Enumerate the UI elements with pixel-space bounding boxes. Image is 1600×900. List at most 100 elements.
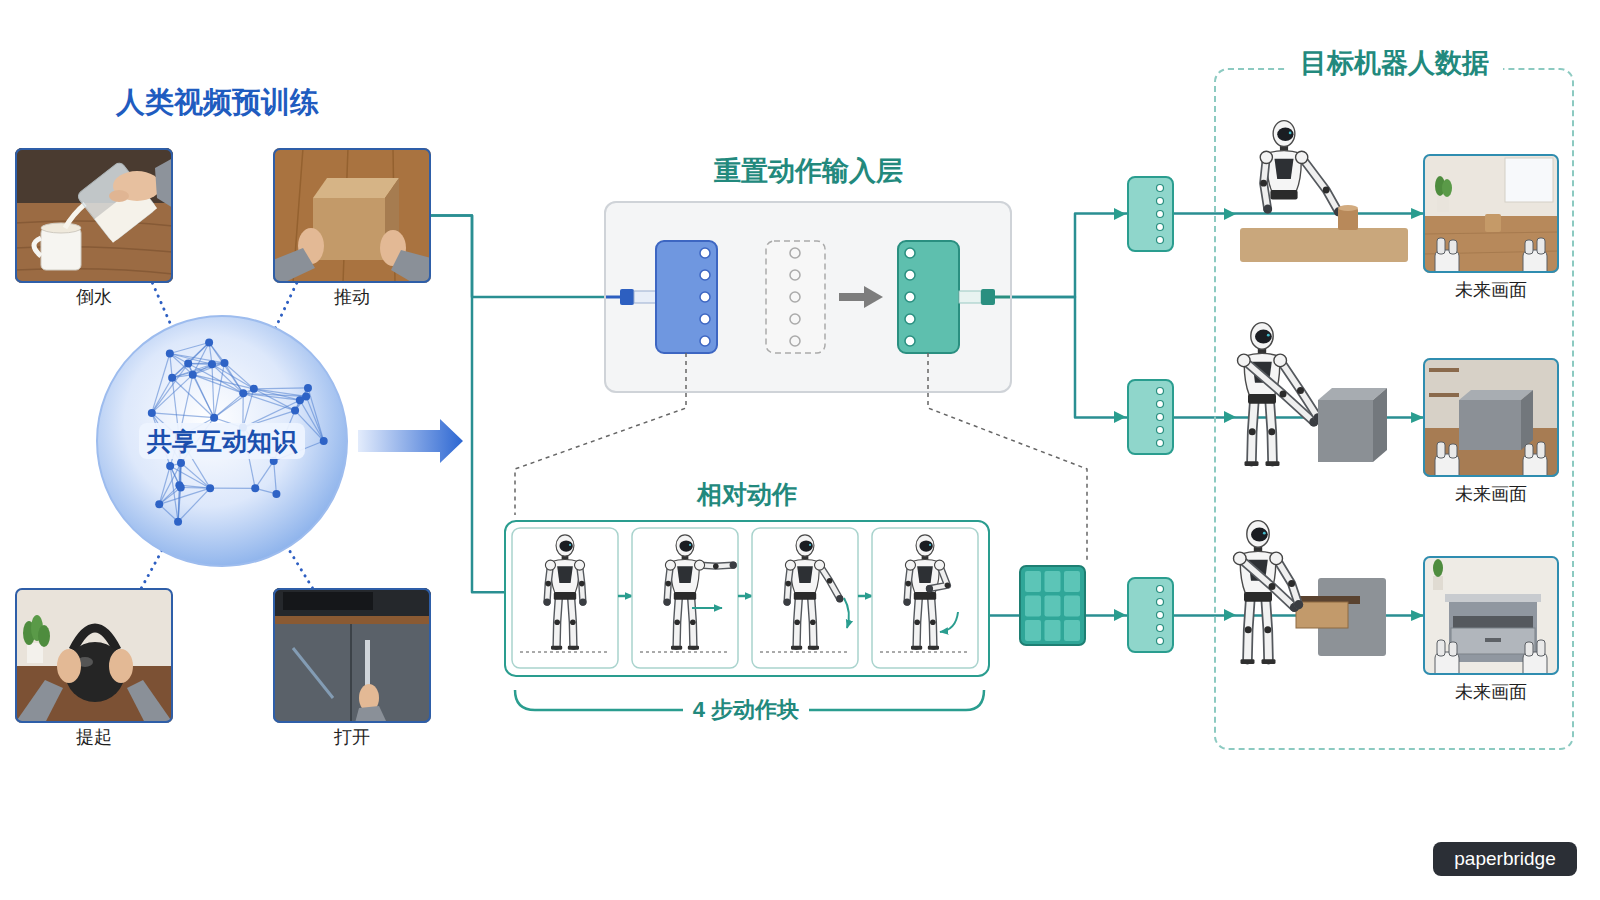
module-dot (700, 270, 710, 280)
drawer-front (1451, 628, 1535, 654)
leaf (38, 625, 50, 647)
network-dot (174, 518, 182, 526)
robot-figure (1238, 323, 1323, 467)
module-panel: 重置动作输入层 (604, 201, 1012, 393)
future-frame: 未来画面 (1423, 154, 1559, 273)
network-dot (166, 462, 174, 470)
cup-top (1338, 205, 1358, 211)
robot-joint (785, 581, 791, 587)
region-title: 目标机器人数据 (1286, 46, 1503, 80)
robot-joint (554, 619, 560, 625)
robot-joint (1297, 387, 1304, 394)
robot-arm (1302, 157, 1339, 211)
robot-joint (810, 619, 816, 625)
network-line (188, 364, 214, 418)
robot-hand (836, 595, 843, 602)
robot-head (1247, 521, 1269, 548)
network-line (210, 488, 255, 489)
grid-cell (1064, 571, 1080, 592)
shelf (1429, 368, 1459, 372)
step-arrow (738, 595, 753, 598)
robot-shoulder (545, 560, 555, 570)
future-scene-content (1423, 556, 1559, 675)
human-action-module (656, 241, 717, 353)
mug (41, 228, 81, 270)
robot-arm (1276, 558, 1298, 604)
future-scene-content (1423, 358, 1559, 477)
sleeve (355, 706, 387, 723)
robot-joint (1269, 583, 1276, 590)
table (1240, 228, 1408, 262)
leaf (1433, 559, 1443, 577)
robot-eye (809, 544, 811, 546)
robot-shoulder (815, 560, 825, 570)
network-line (181, 487, 210, 489)
dotted-link (275, 283, 296, 328)
plant-pot (1437, 196, 1449, 212)
box-front (1459, 400, 1521, 450)
robot-head (1251, 323, 1273, 350)
robot-finger (1525, 444, 1533, 458)
robot-joint (1288, 580, 1295, 587)
ground-line (520, 652, 610, 653)
robot-foot (688, 646, 699, 650)
grid-cell (1045, 620, 1061, 641)
module-dot (790, 248, 800, 258)
adapter-module (1128, 578, 1173, 652)
photo-floor (273, 148, 431, 283)
arrow-head (1114, 411, 1126, 423)
module-dot (790, 336, 800, 346)
network-line (254, 389, 300, 400)
plank-lines (1423, 232, 1559, 254)
grid-cell (1045, 571, 1061, 592)
robot-joint (674, 619, 680, 625)
robot-finger (1437, 442, 1445, 458)
lift-photo (15, 588, 173, 723)
grid-cell (1045, 596, 1061, 617)
door-seam (350, 624, 352, 723)
module-dot (1157, 625, 1164, 632)
network-dot (166, 349, 174, 357)
network-dot (189, 371, 197, 379)
robot-shoulder (785, 560, 795, 570)
robot-hand-view (1435, 238, 1459, 273)
text-holder: 倒水 (0, 286, 211, 309)
robot-figure (1234, 521, 1304, 665)
robot-shoulder (1274, 354, 1287, 367)
robot-joint (930, 619, 936, 625)
robot-eye (1267, 334, 1270, 337)
robot-arm (1302, 157, 1339, 211)
wood-edge (273, 616, 431, 624)
step-arrow (858, 595, 873, 598)
ground-line (760, 652, 850, 653)
push-photo (273, 148, 431, 283)
grid-cell (1025, 620, 1041, 641)
robot-joint (665, 581, 671, 587)
network-dot (177, 459, 185, 467)
text-holder: 未来画面 (1385, 279, 1597, 302)
module-dot (905, 336, 915, 346)
robot-eye (929, 544, 931, 546)
robot-shoulder (695, 560, 705, 570)
robot-visor (919, 540, 932, 551)
module-dot (1157, 237, 1164, 244)
network-line (274, 461, 277, 494)
grid-cell (1064, 620, 1080, 641)
robot-shoulder (935, 560, 945, 570)
robot-figure (543, 535, 586, 650)
panel-title: 相对动作 (697, 478, 797, 511)
arrow-head (1114, 609, 1126, 621)
robot-head (1273, 121, 1295, 147)
network-dot (177, 484, 185, 492)
grid-cell (1025, 571, 1041, 592)
robot-shoulder (1270, 552, 1283, 565)
robot-hand (903, 598, 910, 605)
text-holder: 共享互动知识 (139, 423, 305, 460)
plug-wire (604, 296, 620, 299)
photo-caption: 提起 (76, 726, 112, 749)
network-line (170, 353, 193, 374)
fingers (109, 190, 129, 202)
network-dot (291, 407, 299, 415)
robot-arm (1276, 558, 1298, 604)
network-dot (208, 360, 216, 368)
